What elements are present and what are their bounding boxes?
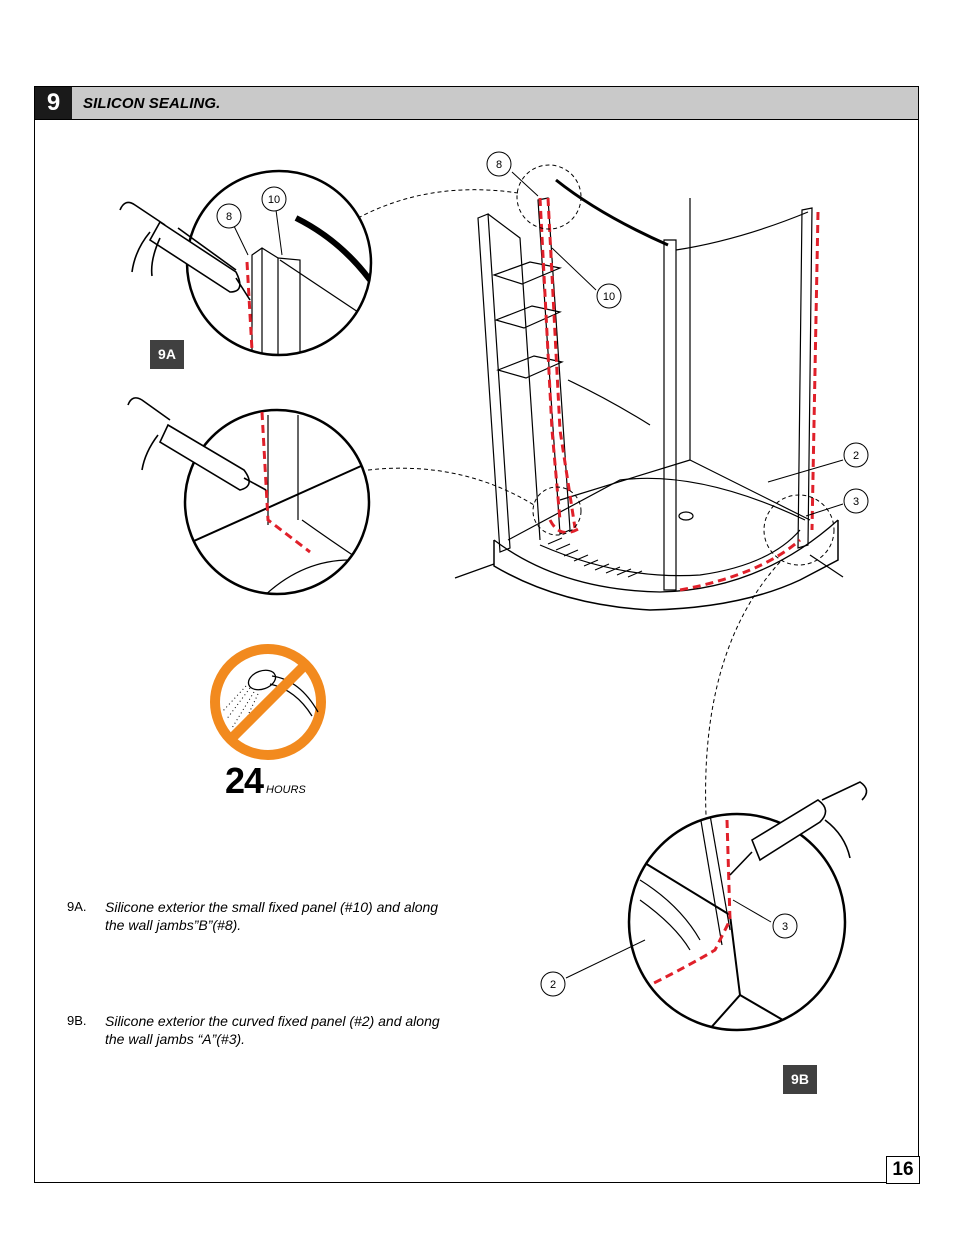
callout-10-main: 10 bbox=[596, 283, 622, 309]
no-shower-icon bbox=[210, 644, 326, 760]
svg-text:3: 3 bbox=[853, 496, 859, 508]
svg-text:3: 3 bbox=[782, 921, 788, 933]
detail-tag-9b: 9B bbox=[783, 1065, 817, 1094]
shower-assembly bbox=[454, 178, 844, 611]
silicone-bead-main bbox=[538, 197, 820, 592]
svg-text:8: 8 bbox=[226, 211, 232, 223]
instruction-key: 9B. bbox=[67, 1013, 87, 1028]
callout-3-main: 3 bbox=[843, 488, 869, 514]
detail-9a-bottom bbox=[127, 397, 371, 596]
step-title: SILICON SEALING. bbox=[83, 95, 221, 112]
detail-tag-9a: 9A bbox=[150, 340, 184, 369]
callout-8-detail: 8 bbox=[216, 203, 242, 229]
cure-time-unit: HOURS bbox=[266, 784, 306, 796]
step-header: 9 SILICON SEALING. bbox=[35, 87, 918, 120]
instruction-text: Silicone exterior the curved fixed panel… bbox=[105, 1013, 440, 1047]
callout-2-detail: 2 bbox=[540, 971, 566, 997]
instruction-text: Silicone exterior the small fixed panel … bbox=[105, 899, 439, 933]
detail-9b bbox=[627, 781, 868, 1032]
cure-time-value: 24 bbox=[225, 760, 264, 801]
svg-text:8: 8 bbox=[496, 159, 502, 171]
callout-2-main: 2 bbox=[843, 442, 869, 468]
svg-text:2: 2 bbox=[853, 450, 859, 462]
svg-text:2: 2 bbox=[550, 979, 556, 991]
page-number: 16 bbox=[886, 1156, 920, 1184]
svg-text:10: 10 bbox=[603, 291, 615, 303]
callout-3-detail: 3 bbox=[772, 913, 798, 939]
callout-8-main: 8 bbox=[486, 151, 512, 177]
page-frame: 9 SILICON SEALING. bbox=[34, 86, 919, 1183]
instruction-key: 9A. bbox=[67, 899, 87, 914]
step-number: 9 bbox=[35, 87, 72, 119]
svg-text:10: 10 bbox=[268, 194, 280, 206]
callout-10-detail: 10 bbox=[261, 186, 287, 212]
